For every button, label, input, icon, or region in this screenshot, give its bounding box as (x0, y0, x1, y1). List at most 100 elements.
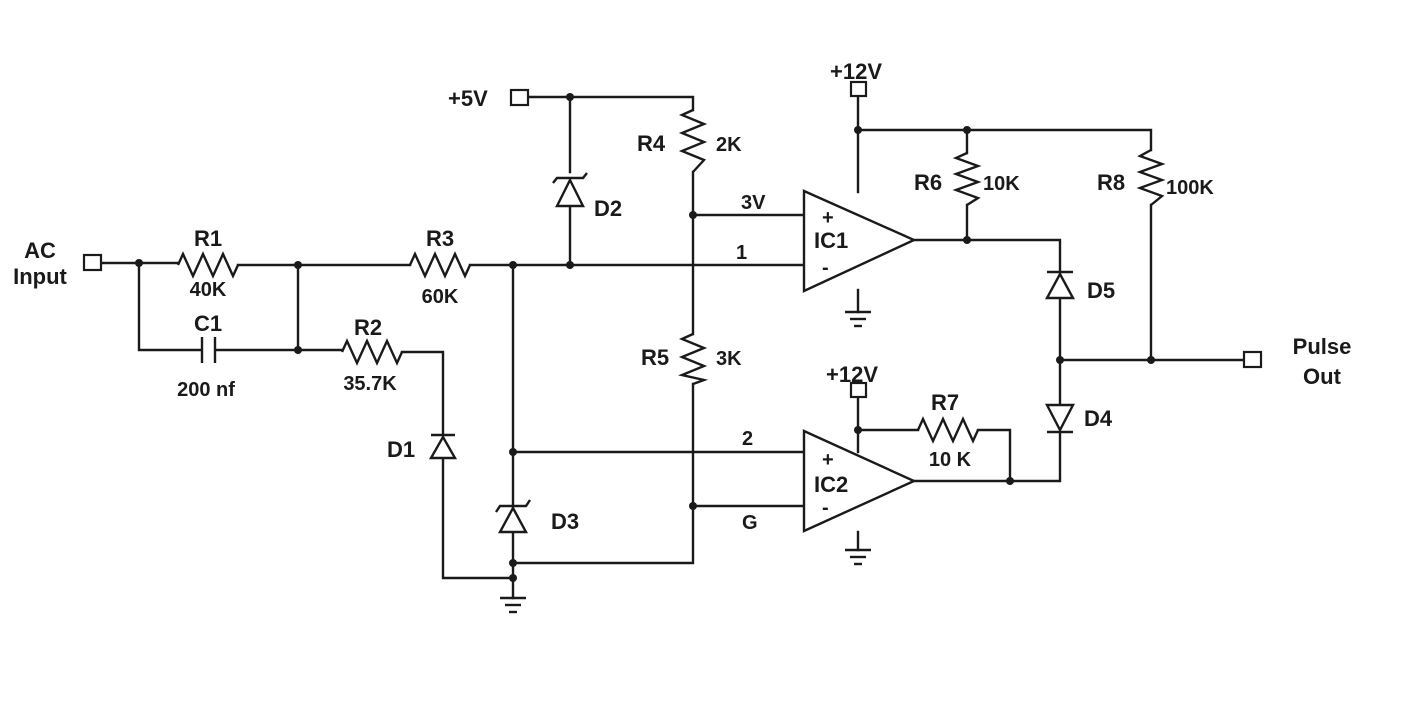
ground-icon (845, 548, 871, 566)
junction-dot (509, 261, 517, 269)
junction-dot (1006, 477, 1014, 485)
r5-value-label: 3K (716, 348, 742, 370)
opamp-ic1-symbol (802, 189, 917, 293)
ic1-name-label: IC1 (814, 228, 848, 253)
opamp-ic2-symbol (802, 429, 917, 533)
r2-value-label: 35.7K (343, 373, 397, 395)
junction-dot (689, 502, 697, 510)
pulse-out-label: Out (1303, 364, 1342, 389)
node-3v-label: 3V (741, 192, 766, 214)
wire-d1-ground (441, 456, 515, 580)
junction-dot (509, 574, 517, 582)
node-2-label: 2 (742, 428, 753, 450)
junction-dot (509, 559, 517, 567)
wire-r7 (856, 428, 1012, 483)
junction-dot (854, 126, 862, 134)
terminals (82, 80, 1263, 399)
junction-dot (135, 259, 143, 267)
r6-value-label: 10K (983, 173, 1020, 195)
ground-icon (500, 596, 526, 614)
r7-value-label: 10 K (929, 449, 972, 471)
resistor-r2-symbol (340, 338, 404, 366)
diodes (428, 172, 1076, 534)
supply-12v-bottom-label: +12V (826, 362, 878, 387)
wire-pullup-rail (856, 128, 1153, 155)
ic1-plus-label: + (822, 207, 834, 229)
junction-dot (689, 211, 697, 219)
wire-divider (511, 170, 695, 565)
capacitor-c1 (200, 337, 217, 363)
resistors (176, 108, 1166, 444)
wires (99, 94, 1246, 600)
zener-d2-symbol (552, 172, 588, 208)
junction-dot (294, 346, 302, 354)
r4-value-label: 2K (716, 134, 742, 156)
ac-input-label: AC (24, 238, 56, 263)
junction-dot (854, 426, 862, 434)
pulse-out-terminal (1242, 350, 1263, 369)
junctions (135, 93, 1155, 582)
wire-c1-branch (137, 261, 202, 352)
wire-5v (526, 95, 695, 112)
supply-5v-terminal (509, 88, 530, 107)
r7-name-label: R7 (931, 390, 959, 415)
node-1-label: 1 (736, 242, 747, 264)
diode-d1-symbol (428, 433, 458, 460)
resistor-r6-symbol (952, 151, 982, 207)
r2-name-label: R2 (354, 315, 382, 340)
grounds (500, 310, 871, 614)
resistor-r3-symbol (408, 251, 472, 279)
node-g-label: G (742, 512, 758, 534)
r3-value-label: 60K (422, 286, 459, 308)
ic2-name-label: IC2 (814, 472, 848, 497)
labels: AC Input +5V +12V +12V Pulse Out 3V 1 2 … (13, 59, 1351, 534)
r8-name-label: R8 (1097, 170, 1125, 195)
ic1-minus-label: - (822, 257, 829, 279)
resistor-r1-symbol (176, 251, 240, 279)
resistor-r8-symbol (1136, 148, 1166, 206)
ac-input-label: Input (13, 264, 67, 289)
d5-name-label: D5 (1087, 278, 1115, 303)
supply-12v-top-label: +12V (830, 59, 882, 84)
junction-dot (566, 261, 574, 269)
junction-dot (509, 448, 517, 456)
wire-d4-down (910, 430, 1062, 483)
r1-name-label: R1 (194, 226, 222, 251)
ground-icon (845, 310, 871, 328)
d4-name-label: D4 (1084, 406, 1113, 431)
r3-name-label: R3 (426, 226, 454, 251)
resistor-r4-symbol (678, 108, 708, 173)
d1-name-label: D1 (387, 437, 415, 462)
r6-name-label: R6 (914, 170, 942, 195)
r8-value-label: 100K (1166, 177, 1214, 199)
d2-name-label: D2 (594, 196, 622, 221)
pulse-out-label: Pulse (1293, 334, 1352, 359)
junction-dot (963, 126, 971, 134)
zener-d3-symbol (495, 499, 531, 534)
r5-name-label: R5 (641, 345, 669, 370)
supply-12v-bottom-terminal (849, 381, 868, 399)
wire-r2-d1 (400, 350, 445, 437)
diode-d4-symbol (1045, 403, 1075, 434)
r1-value-label: 40K (190, 279, 227, 301)
supply-12v-top-terminal (849, 80, 868, 98)
junction-dot (1147, 356, 1155, 364)
supply-5v-label: +5V (448, 86, 488, 111)
junction-dot (566, 93, 574, 101)
junction-dot (1056, 356, 1064, 364)
junction-dot (963, 236, 971, 244)
ic2-plus-label: + (822, 449, 834, 471)
c1-name-label: C1 (194, 311, 222, 336)
wire-ic1-out (912, 238, 1062, 274)
junction-dot (294, 261, 302, 269)
ic2-minus-label: - (822, 497, 829, 519)
ac-input-terminal (82, 253, 103, 272)
resistor-r7-symbol (916, 416, 980, 444)
diode-d5-symbol (1044, 270, 1076, 300)
c1-value-label: 200 nf (177, 379, 235, 401)
opamps (802, 189, 917, 533)
resistor-r5-symbol (678, 332, 709, 386)
d3-name-label: D3 (551, 509, 579, 534)
r4-name-label: R4 (637, 131, 666, 156)
